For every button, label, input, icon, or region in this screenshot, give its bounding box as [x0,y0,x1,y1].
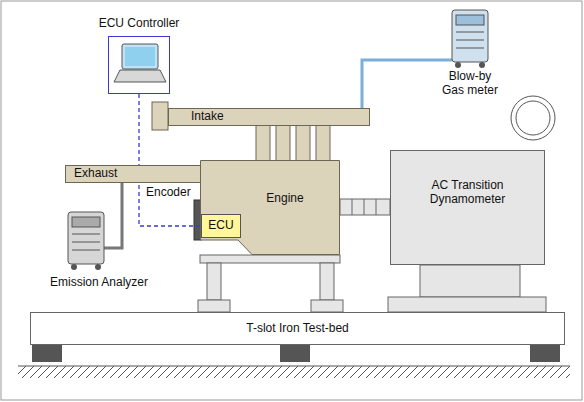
part-label: Encoder [146,186,191,200]
device-label: Emission Analyzer [50,276,148,290]
node-title: AC Transition Dynamometer [418,179,518,207]
ground-hatch [18,366,570,378]
intake-flange [152,102,168,130]
node-title: ECU [208,219,233,233]
node-title: ECU Controller [99,17,180,31]
exhaust-pipe: Exhaust [65,165,215,183]
dyno-wheel [511,96,555,140]
node-title: Intake [191,110,224,124]
intake-pipe: Intake [168,108,370,126]
node-title: Engine [266,192,303,206]
engine-block: EngineECU [200,160,340,255]
engine-stands [198,255,343,312]
device-label: Blow-by Gas meter [439,70,501,98]
coupling [340,199,390,215]
controller-box: ECU Controller [108,36,170,94]
test-bed: T-slot Iron Test-bed [30,312,565,345]
emission-analyzer-icon [68,182,122,270]
bed-feet [32,345,560,362]
dyno-base [388,265,546,312]
node-title: Exhaust [74,167,117,181]
laptop-icon [114,44,166,82]
encoder-disc [194,200,201,240]
node-title: T-slot Iron Test-bed [246,322,349,336]
engine-outline [200,160,340,255]
dynamometer-box: AC Transition Dynamometer [390,150,545,265]
ecu-box: ECU [201,214,241,238]
intake-runners [256,124,330,164]
